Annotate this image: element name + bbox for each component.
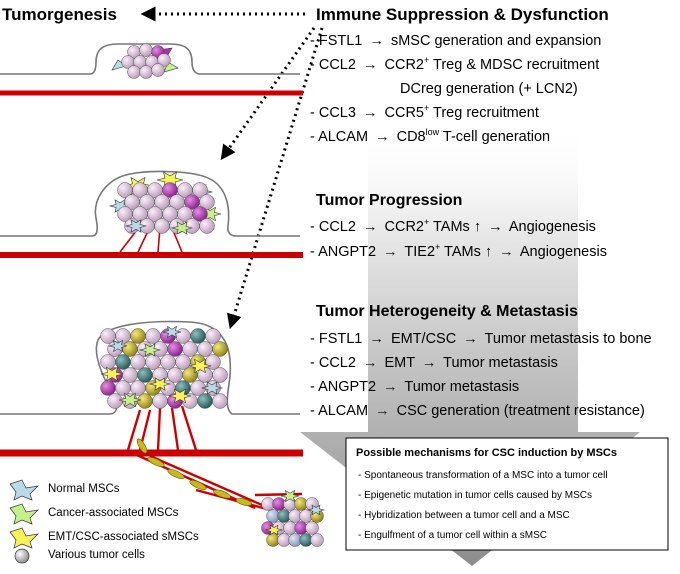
msc-cell — [188, 358, 212, 374]
ca-msc-icon — [9, 503, 40, 525]
tumor-cell — [139, 65, 153, 79]
tumor-cell — [192, 206, 208, 222]
tumor-cell — [137, 367, 153, 383]
tumor-cell — [145, 354, 161, 370]
tumor-cell — [167, 341, 183, 357]
msc-cell — [200, 381, 224, 395]
immune-line-3: DCreg generation (+ LCN2) — [400, 81, 578, 97]
legend-tumor-cells: Various tumor cells — [48, 549, 145, 561]
msc-cell — [138, 343, 162, 357]
immune-line-2: - CCL2 → CCR2+ Treg & MDSC recruitment — [310, 55, 600, 73]
tumor-stage-2 — [0, 170, 303, 258]
tumor-cell — [197, 341, 213, 357]
tumor-cell — [175, 328, 191, 344]
msc-cell — [100, 366, 124, 382]
tumor-cell — [100, 380, 116, 396]
tumor-cell — [130, 380, 146, 396]
tumor-cell — [107, 393, 123, 409]
tumor-cell — [160, 354, 176, 370]
legend-emt-smsc: EMT/CSC-associated sMSCs — [48, 531, 199, 543]
msc-cell — [124, 219, 148, 233]
legend-normal-msc: Normal MSCs — [48, 483, 120, 495]
msc-cell — [162, 325, 182, 339]
tumor-cell — [212, 367, 228, 383]
heterogeneity-line-1: - FSTL1 → EMT/CSC → Tumor metastasis to … — [310, 331, 652, 347]
tumor-cell — [152, 393, 168, 409]
immune-line-1: - FSTL1 → sMSC generation and expansion — [310, 33, 602, 49]
msc-cell — [168, 388, 192, 404]
tumor-cell — [122, 341, 138, 357]
tumorgenesis-title: Tumorgenesis — [2, 5, 117, 24]
progression-title: Tumor Progression — [316, 192, 463, 209]
tumor-cell — [205, 328, 221, 344]
tumor-cell — [182, 341, 198, 357]
tumor-cell — [184, 218, 200, 234]
tumor-cell — [212, 341, 228, 357]
msc-cell — [108, 339, 128, 353]
tumor-cell — [190, 328, 206, 344]
tumor-stage-1 — [0, 43, 303, 96]
tumor-cell — [139, 43, 153, 57]
mechanism-box-frame — [345, 437, 669, 551]
tumor-cell — [175, 354, 191, 370]
progression-line-1: - CCL2 → CCR2+ TAMs ↑ → Angiogenesis — [310, 217, 596, 235]
tumor-cell — [197, 393, 213, 409]
tumor-cell — [100, 354, 116, 370]
tumor-cell — [115, 380, 131, 396]
heterogeneity-line-2: - CCL2 → EMT → Tumor metastasis — [310, 355, 558, 371]
tumor-cell — [151, 63, 165, 77]
tumor-cell — [157, 53, 171, 67]
msc-cell — [280, 489, 300, 503]
tumor-cell — [199, 218, 215, 234]
tumor-cell — [192, 182, 208, 198]
tumor-cell — [205, 354, 221, 370]
tumor-cell — [115, 328, 131, 344]
tumor-cell — [127, 65, 141, 79]
immune-line-4: - CCL3 → CCR5+ Treg recruitment — [310, 103, 539, 121]
tumor-cell — [212, 393, 228, 409]
mechanism-item: - Spontaneous transformation of a MSC in… — [358, 470, 608, 481]
progression-line-2: - ANGPT2 → TIE2+ TAMs ↑ → Angiogenesis — [310, 242, 607, 260]
msc-cell — [148, 377, 172, 391]
legend-icons — [9, 479, 40, 564]
msc-cell — [118, 392, 142, 408]
mechanism-item: - Engulfment of a tumor cell within a sM… — [358, 530, 547, 541]
immune-title: Immune Suppression & Dysfunction — [316, 5, 609, 24]
heterogeneity-line-3: - ANGPT2 → Tumor metastasis — [310, 379, 520, 395]
heterogeneity-line-4: - ALCAM → CSC generation (treatment resi… — [310, 403, 645, 419]
dotted-arrows — [140, 6, 324, 330]
tumor-cell — [100, 328, 116, 344]
legend-ca-msc: Cancer-associated MSCs — [48, 507, 179, 519]
tumor-cell — [145, 328, 161, 344]
tumor-cell — [130, 354, 146, 370]
immune-line-5: - ALCAM → CD8low T-cell generation — [310, 127, 551, 145]
emt-smsc-icon — [9, 527, 40, 549]
mechanism-box-title: Possible mechanisms for CSC induction by… — [356, 447, 617, 459]
tumor-cell — [154, 218, 170, 234]
mechanism-item: - Hybridization between a tumor cell and… — [358, 510, 570, 521]
tumor-cell — [199, 194, 215, 210]
tumor-cell-icon — [14, 548, 30, 564]
migrating-cells — [136, 438, 253, 506]
tumor-cell — [167, 367, 183, 383]
tumor-cell — [130, 328, 146, 344]
normal-msc-icon — [9, 479, 40, 501]
mechanism-item: - Epigenetic mutation in tumor cells cau… — [358, 490, 592, 501]
tumor-stage-3 — [0, 320, 326, 547]
msc-cell — [264, 524, 284, 536]
tumor-cell — [310, 533, 324, 547]
tumor-cell — [137, 393, 153, 409]
heterogeneity-title: Tumor Heterogeneity & Metastasis — [316, 303, 578, 320]
tumor-cell — [305, 521, 319, 535]
tumor-cell — [152, 367, 168, 383]
msc-cell — [170, 221, 194, 235]
tumor-cell — [122, 367, 138, 383]
msc-cell — [306, 504, 326, 516]
